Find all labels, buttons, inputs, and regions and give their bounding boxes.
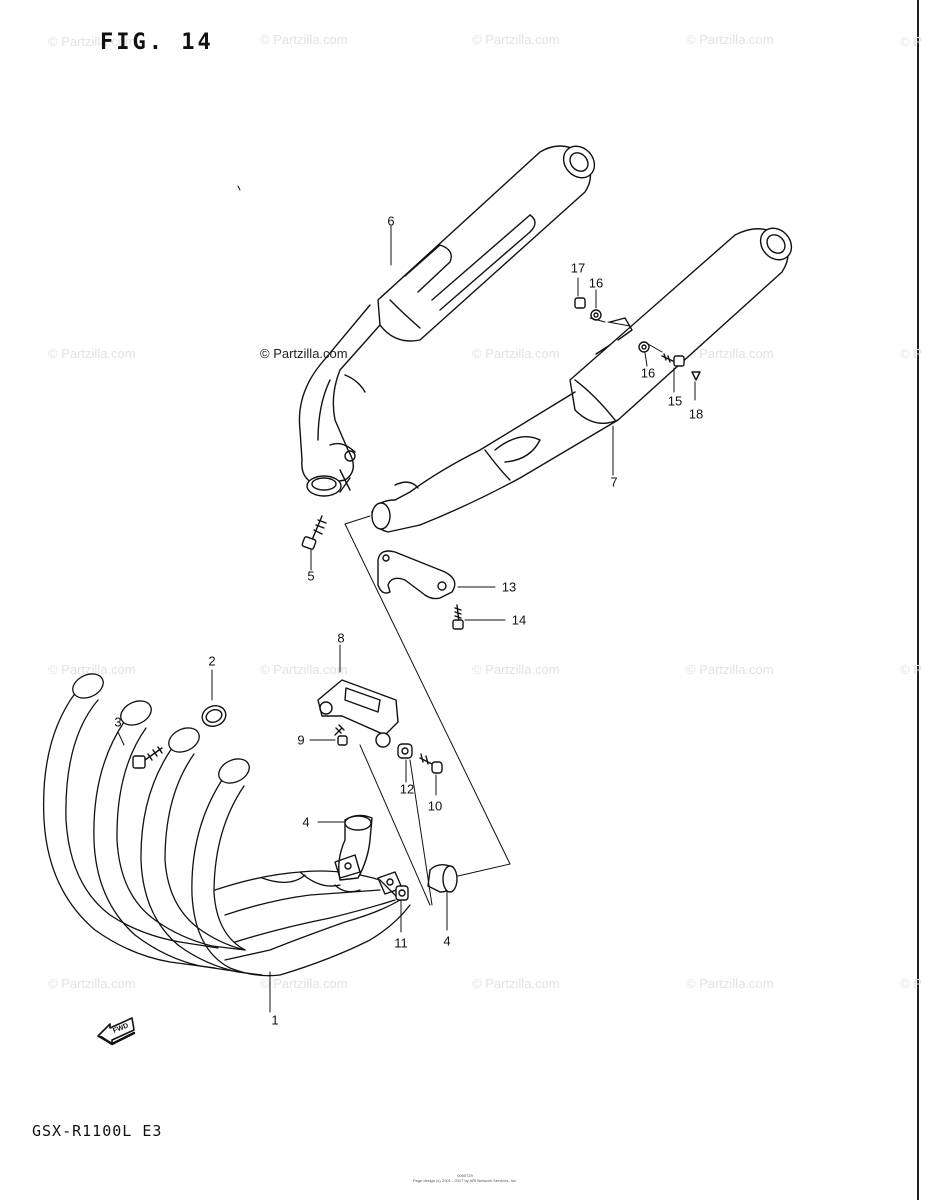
callout-16: 16	[640, 365, 656, 381]
muffler-bracket	[377, 550, 456, 600]
figure-title: FIG. 14	[100, 30, 214, 55]
watermark: © Partzilla.com	[472, 346, 560, 361]
callout-11: 11	[394, 935, 408, 951]
watermark: © Partzilla.com	[48, 34, 136, 49]
callout-7: 7	[610, 474, 618, 490]
watermark: © Partzilla.com	[472, 662, 560, 677]
watermark: © Partzilla.com	[48, 346, 136, 361]
model-code: GSX-R1100L E3	[32, 1122, 163, 1140]
watermark: © P	[900, 976, 922, 991]
callout-2: 2	[208, 653, 216, 669]
watermark: © P	[900, 662, 922, 677]
watermark: © Partzilla.com	[472, 976, 560, 991]
callout-5: 5	[307, 568, 315, 584]
callout-15: 15	[667, 393, 683, 409]
callout-16: 16	[588, 275, 604, 291]
watermark: © Partzilla.com	[260, 662, 348, 677]
leader-lines	[117, 225, 696, 1013]
header-bolt	[132, 746, 163, 769]
watermark: © P	[900, 346, 922, 361]
callout-12: 12	[399, 781, 415, 797]
callout-13: 13	[501, 579, 517, 595]
watermark: © Partzilla.com	[260, 976, 348, 991]
lower-connector	[377, 863, 458, 895]
fwd-arrow-icon: FWD	[97, 1017, 136, 1046]
hardware-cluster	[574, 297, 701, 381]
callout-4: 4	[443, 933, 451, 949]
footer-copyright: Page design (c) 2001 - 2017 by ARI Netwo…	[412, 1178, 518, 1183]
callout-6: 6	[387, 213, 395, 229]
mount-bolt	[419, 753, 443, 774]
bracket-bolt	[334, 724, 348, 746]
watermark: © Partzilla.com	[686, 976, 774, 991]
callout-10: 10	[427, 798, 443, 814]
watermark: © Partzilla.com	[472, 32, 560, 47]
watermark: © Partzilla.com	[260, 32, 348, 47]
watermark: © Partzilla.com	[686, 662, 774, 677]
right-muffler	[371, 227, 793, 533]
callout-14: 14	[511, 612, 527, 628]
callout-4: 4	[302, 814, 310, 830]
watermark: © Partzilla.com	[686, 346, 774, 361]
bracket	[317, 679, 399, 748]
callout-8: 8	[337, 630, 345, 646]
clamp-nut	[395, 885, 409, 901]
page-border	[917, 0, 919, 1200]
cushion	[397, 743, 413, 759]
callout-1: 1	[271, 1012, 279, 1028]
watermark: © Partzilla.com	[48, 662, 136, 677]
left-muffler	[298, 145, 596, 497]
clamp-bolt	[301, 515, 327, 550]
callout-9: 9	[297, 732, 305, 748]
footer-code: 0060729	[457, 1173, 473, 1178]
gasket	[201, 705, 227, 727]
watermark: © P	[900, 34, 922, 49]
exhaust-header	[42, 673, 411, 977]
callout-17: 17	[570, 260, 586, 276]
upper-connector	[334, 814, 373, 881]
assembly-lines	[237, 185, 663, 906]
watermark: © Partzilla.com	[48, 976, 136, 991]
bracket-screw	[452, 604, 464, 630]
callout-18: 18	[688, 406, 704, 422]
callout-3: 3	[114, 714, 122, 730]
watermark: © Partzilla.com	[686, 32, 774, 47]
